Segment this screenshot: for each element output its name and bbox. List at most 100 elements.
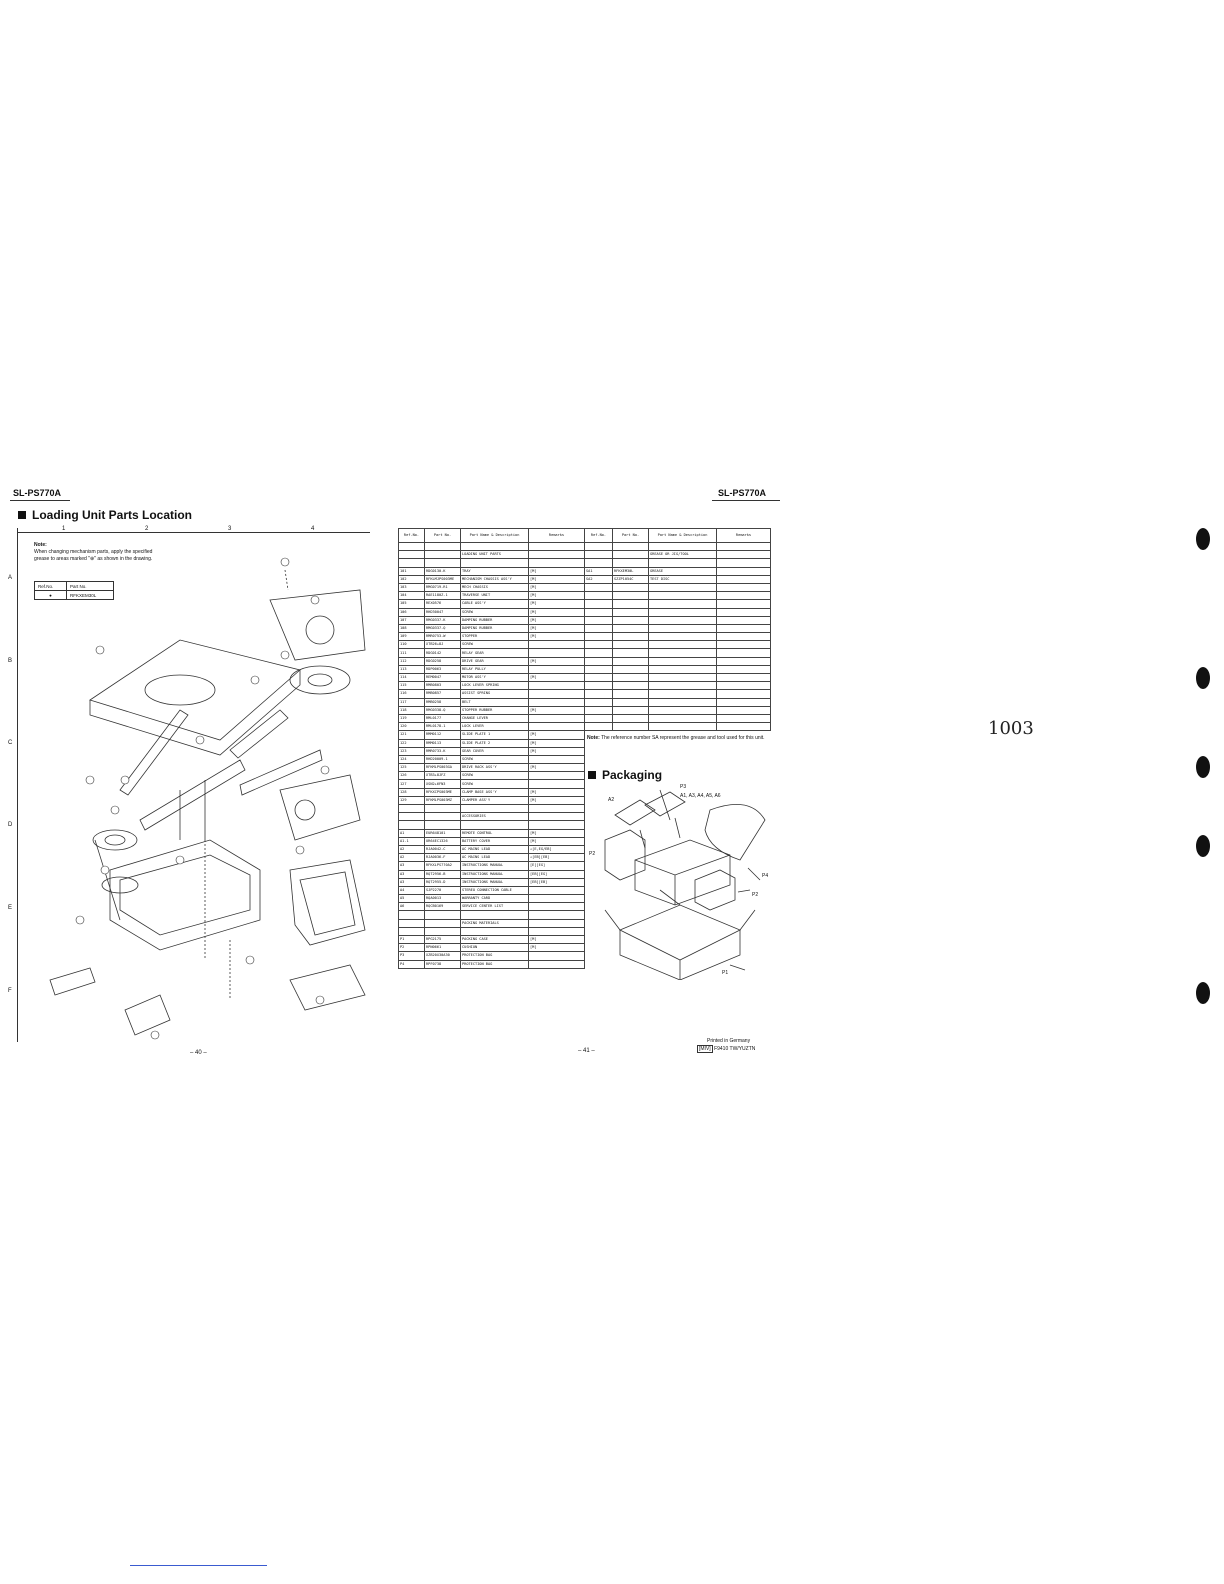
grease-row xyxy=(584,623,771,634)
parts-cell-remarks: ⚠[E,EG/EB] xyxy=(528,844,585,855)
parts-cell-refno: 125 xyxy=(398,763,425,773)
grease-cell-partno xyxy=(612,615,649,625)
grease-cell-refno xyxy=(584,713,613,724)
parts-header-refno: Ref.No. xyxy=(398,528,425,543)
parts-cell-partno: REM0047 xyxy=(424,672,461,683)
parts-cell-refno: 110 xyxy=(398,640,425,650)
parts-cell-remarks: [M] xyxy=(528,632,585,642)
grease-cell-description: TEST DISC xyxy=(648,574,717,584)
parts-cell-description: WARRANTY CARD xyxy=(460,894,529,904)
grease-ref-table: Ref.No. Part No. ● RFKXEM30L xyxy=(34,581,114,600)
parts-cell-remarks xyxy=(528,681,585,691)
grease-row xyxy=(584,672,771,683)
parts-cell-refno: A3 xyxy=(398,869,425,879)
parts-cell-refno: 113 xyxy=(398,664,425,675)
grease-cell-description: GREASE OR JIG/TOOL xyxy=(648,550,717,560)
grease-row xyxy=(584,640,771,650)
parts-cell-description: TRAVERSE UNIT xyxy=(460,591,529,601)
grease-cell-description xyxy=(648,705,717,715)
parts-cell-partno: RML0177 xyxy=(424,713,461,724)
parts-cell-remarks xyxy=(528,550,585,560)
parts-cell-remarks xyxy=(528,648,585,658)
parts-cell-partno: XTB3+8JFZ xyxy=(424,771,461,781)
parts-cell-remarks: [M] xyxy=(528,615,585,625)
grease-cell-remarks xyxy=(716,550,771,560)
parts-cell-refno: 129 xyxy=(398,795,425,806)
col-label-1: 1 xyxy=(62,526,66,532)
parts-cell-remarks xyxy=(528,951,585,961)
parts-cell-partno: RJA0042-C xyxy=(424,844,461,855)
parts-cell-remarks: [M] xyxy=(528,730,585,740)
header-rule-right xyxy=(712,500,780,501)
grease-cell-partno xyxy=(612,640,649,650)
parts-cell-refno: P1 xyxy=(398,934,425,945)
grease-cell-refno xyxy=(584,697,613,707)
grease-row xyxy=(584,599,771,609)
grease-cell-refno xyxy=(584,615,613,625)
parts-cell-description: SCREW xyxy=(460,779,529,789)
parts-cell-partno xyxy=(424,541,461,552)
grease-cell-partno: RFKXEM30L xyxy=(612,566,649,576)
parts-cell-remarks: [M] xyxy=(528,836,585,846)
parts-cell-remarks xyxy=(528,754,585,765)
parts-cell-refno xyxy=(398,910,425,920)
grease-cell-partno xyxy=(612,591,649,601)
grease-cell-remarks xyxy=(716,689,771,699)
grease-cell-description xyxy=(648,632,717,642)
handwritten-annotation: 1003 xyxy=(988,718,1034,739)
parts-cell-refno xyxy=(398,918,425,928)
parts-cell-refno: A2 xyxy=(398,853,425,863)
note-text: When changing mechanism parts, apply the… xyxy=(34,549,153,562)
parts-cell-refno: 124 xyxy=(398,754,425,765)
parts-cell-refno: 105 xyxy=(398,599,425,609)
parts-cell-refno xyxy=(398,812,425,822)
grease-cell-refno xyxy=(584,722,613,732)
bottom-blue-line xyxy=(130,1565,267,1566)
parts-cell-description xyxy=(460,803,529,814)
grease-cell-refno xyxy=(584,632,613,642)
parts-cell-refno: A1 xyxy=(398,828,425,838)
grease-cell-partno xyxy=(612,713,649,724)
parts-row xyxy=(398,803,585,814)
parts-cell-partno xyxy=(424,550,461,560)
grease-cell-remarks xyxy=(716,648,771,658)
parts-cell-refno xyxy=(398,541,425,552)
grease-cell-remarks xyxy=(716,599,771,609)
parts-cell-partno xyxy=(424,803,461,814)
grease-cell-description xyxy=(648,623,717,634)
parts-cell-remarks: [M] xyxy=(528,787,585,797)
parts-cell-remarks xyxy=(528,640,585,650)
grease-cell-description xyxy=(648,615,717,625)
parts-cell-remarks xyxy=(528,722,585,732)
grease-cell-partno xyxy=(612,632,649,642)
grease-cell-description xyxy=(648,689,717,699)
bullet-square-icon xyxy=(18,511,26,519)
model-label-right: SL-PS770A xyxy=(718,488,767,498)
parts-row xyxy=(398,926,585,937)
parts-cell-refno xyxy=(398,558,425,568)
grease-row xyxy=(584,558,771,568)
grease-cell-refno xyxy=(584,672,613,683)
parts-cell-description: MECHANISM CHASSIS ASS'Y xyxy=(460,574,529,584)
parts-cell-partno: RQA0013 xyxy=(424,894,461,904)
grease-cell-description xyxy=(648,656,717,666)
print-code-box: [MIV] xyxy=(697,1045,713,1053)
row-label-b: B xyxy=(8,658,13,664)
parts-cell-description: MECH CHASSIS xyxy=(460,582,529,593)
parts-cell-description: STOPPER RUBBER xyxy=(460,705,529,715)
grease-row xyxy=(584,632,771,642)
parts-cell-description xyxy=(460,926,529,937)
loading-unit-exploded-drawing xyxy=(49,557,366,1040)
parts-cell-partno xyxy=(424,820,461,830)
parts-cell-remarks: [M] xyxy=(528,738,585,748)
